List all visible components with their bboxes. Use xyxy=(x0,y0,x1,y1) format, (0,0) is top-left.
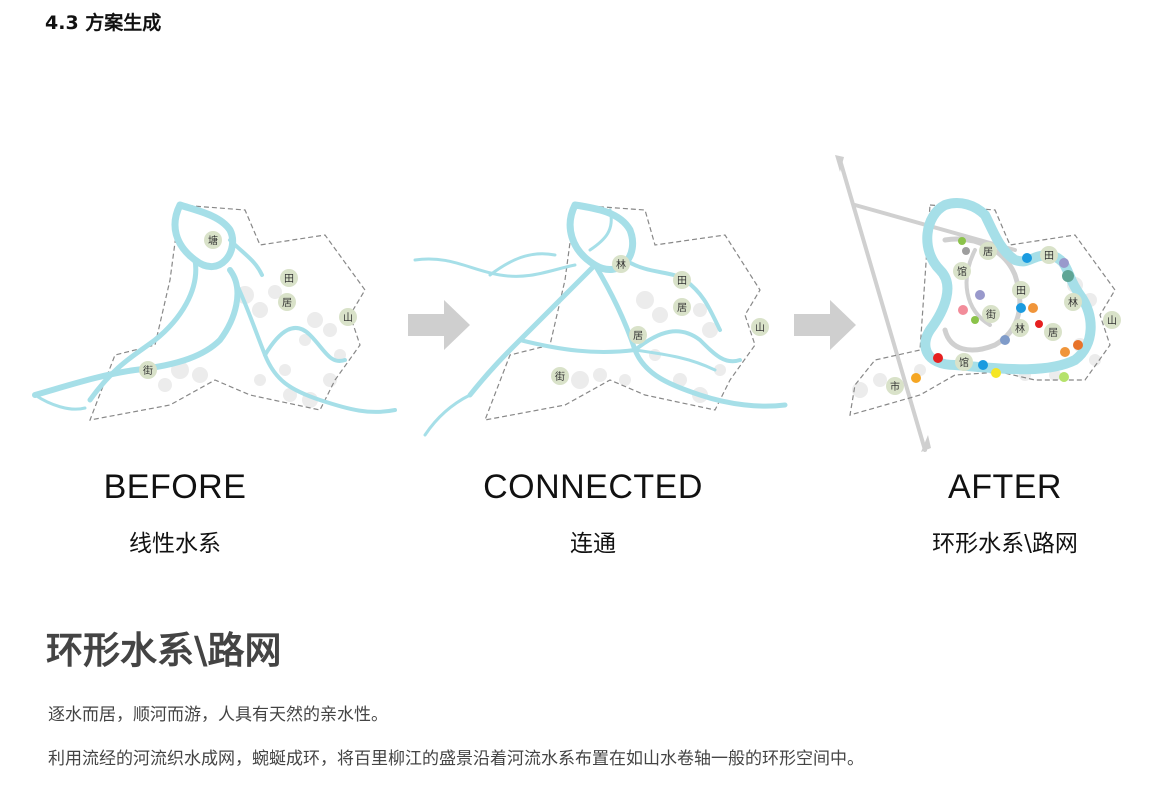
svg-text:林: 林 xyxy=(616,258,626,271)
road-arrow-up-icon xyxy=(835,155,844,172)
node-jie: 街 xyxy=(139,361,157,379)
node-shi: 市 xyxy=(886,377,904,395)
node-tian: 田 xyxy=(673,271,691,289)
river-lines xyxy=(413,201,788,437)
svg-text:市: 市 xyxy=(890,380,900,393)
poi-markers xyxy=(911,237,1083,383)
node-jie: 街 xyxy=(551,367,569,385)
connected-diagram: 林 田 居 居 山 街 xyxy=(413,201,788,437)
node-tang: 塘 xyxy=(204,231,222,249)
node-tian: 田 xyxy=(280,269,298,287)
svg-text:山: 山 xyxy=(343,312,353,324)
after-diagram: 居 田 馆 田 林 街 林 居 馆 山 市 xyxy=(835,155,1121,452)
stage-subtitle-after: 环形水系\路网 xyxy=(932,531,1078,557)
river-lines xyxy=(32,201,397,414)
boundary-line xyxy=(89,204,366,421)
node-ju: 居 xyxy=(278,293,296,311)
svg-text:山: 山 xyxy=(1107,315,1117,327)
node-shan: 山 xyxy=(751,318,769,336)
svg-text:馆: 馆 xyxy=(957,265,967,278)
stage-subtitle-before: 线性水系 xyxy=(129,531,221,557)
svg-text:林: 林 xyxy=(1015,322,1025,335)
svg-text:田: 田 xyxy=(677,276,687,287)
node-guan-2: 馆 xyxy=(955,353,973,371)
node-lin-1: 林 xyxy=(1064,293,1082,311)
arrow-right-icon xyxy=(794,300,856,350)
node-ju-1: 居 xyxy=(979,242,997,260)
road-lines xyxy=(838,158,1023,452)
before-diagram: 塘 田 居 山 街 xyxy=(32,201,397,421)
stage-connected: 林 田 居 居 山 街 xyxy=(410,180,795,450)
svg-text:居: 居 xyxy=(1048,327,1058,339)
stage-title-before: BEFORE xyxy=(103,468,247,506)
node-shan: 山 xyxy=(339,308,357,326)
road-arrow-down-icon xyxy=(921,435,931,452)
boundary-line xyxy=(849,204,1116,416)
svg-text:居: 居 xyxy=(983,246,993,258)
stage-title-after: AFTER xyxy=(948,468,1062,506)
svg-text:居: 居 xyxy=(282,297,292,309)
ring-river xyxy=(920,198,1096,375)
svg-text:居: 居 xyxy=(633,330,643,342)
svg-text:山: 山 xyxy=(755,322,765,334)
node-tian-2: 田 xyxy=(1012,281,1030,299)
svg-text:田: 田 xyxy=(284,274,294,285)
svg-text:田: 田 xyxy=(1016,286,1026,297)
faded-circles xyxy=(571,291,726,403)
node-ju-2: 居 xyxy=(1044,323,1062,341)
svg-text:街: 街 xyxy=(986,308,996,321)
node-ju-2: 居 xyxy=(629,326,647,344)
stage-title-connected: CONNECTED xyxy=(483,468,703,506)
main-heading: 环形水系\路网 xyxy=(46,629,282,672)
node-tian-1: 田 xyxy=(1040,246,1058,264)
node-guan-1: 馆 xyxy=(953,262,971,280)
paragraph-1: 逐水而居，顺河而游，人具有天然的亲水性。 xyxy=(48,705,388,725)
stage-after: 居 田 馆 田 林 街 林 居 馆 山 市 xyxy=(825,150,1125,460)
svg-text:田: 田 xyxy=(1044,251,1054,262)
section-heading: 4.3 方案生成 xyxy=(45,12,162,34)
svg-text:林: 林 xyxy=(1068,296,1078,309)
svg-text:街: 街 xyxy=(555,370,565,383)
node-ju-1: 居 xyxy=(673,298,691,316)
boundary-line xyxy=(484,204,761,421)
svg-text:街: 街 xyxy=(143,364,153,377)
node-lin: 林 xyxy=(612,255,630,273)
stage-subtitle-connected: 连通 xyxy=(570,531,616,557)
node-lin-2: 林 xyxy=(1011,319,1029,337)
node-jie: 街 xyxy=(982,305,1000,323)
node-shan: 山 xyxy=(1103,311,1121,329)
svg-text:居: 居 xyxy=(677,302,687,314)
svg-text:馆: 馆 xyxy=(959,356,969,369)
stage-before: 塘 田 居 山 街 xyxy=(30,180,410,450)
arrow-right-icon xyxy=(408,300,470,350)
paragraph-2: 利用流经的河流织水成网，蜿蜒成环，将百里柳江的盛景沿着河流水系布置在如山水卷轴一… xyxy=(48,749,864,769)
svg-text:塘: 塘 xyxy=(208,234,218,247)
